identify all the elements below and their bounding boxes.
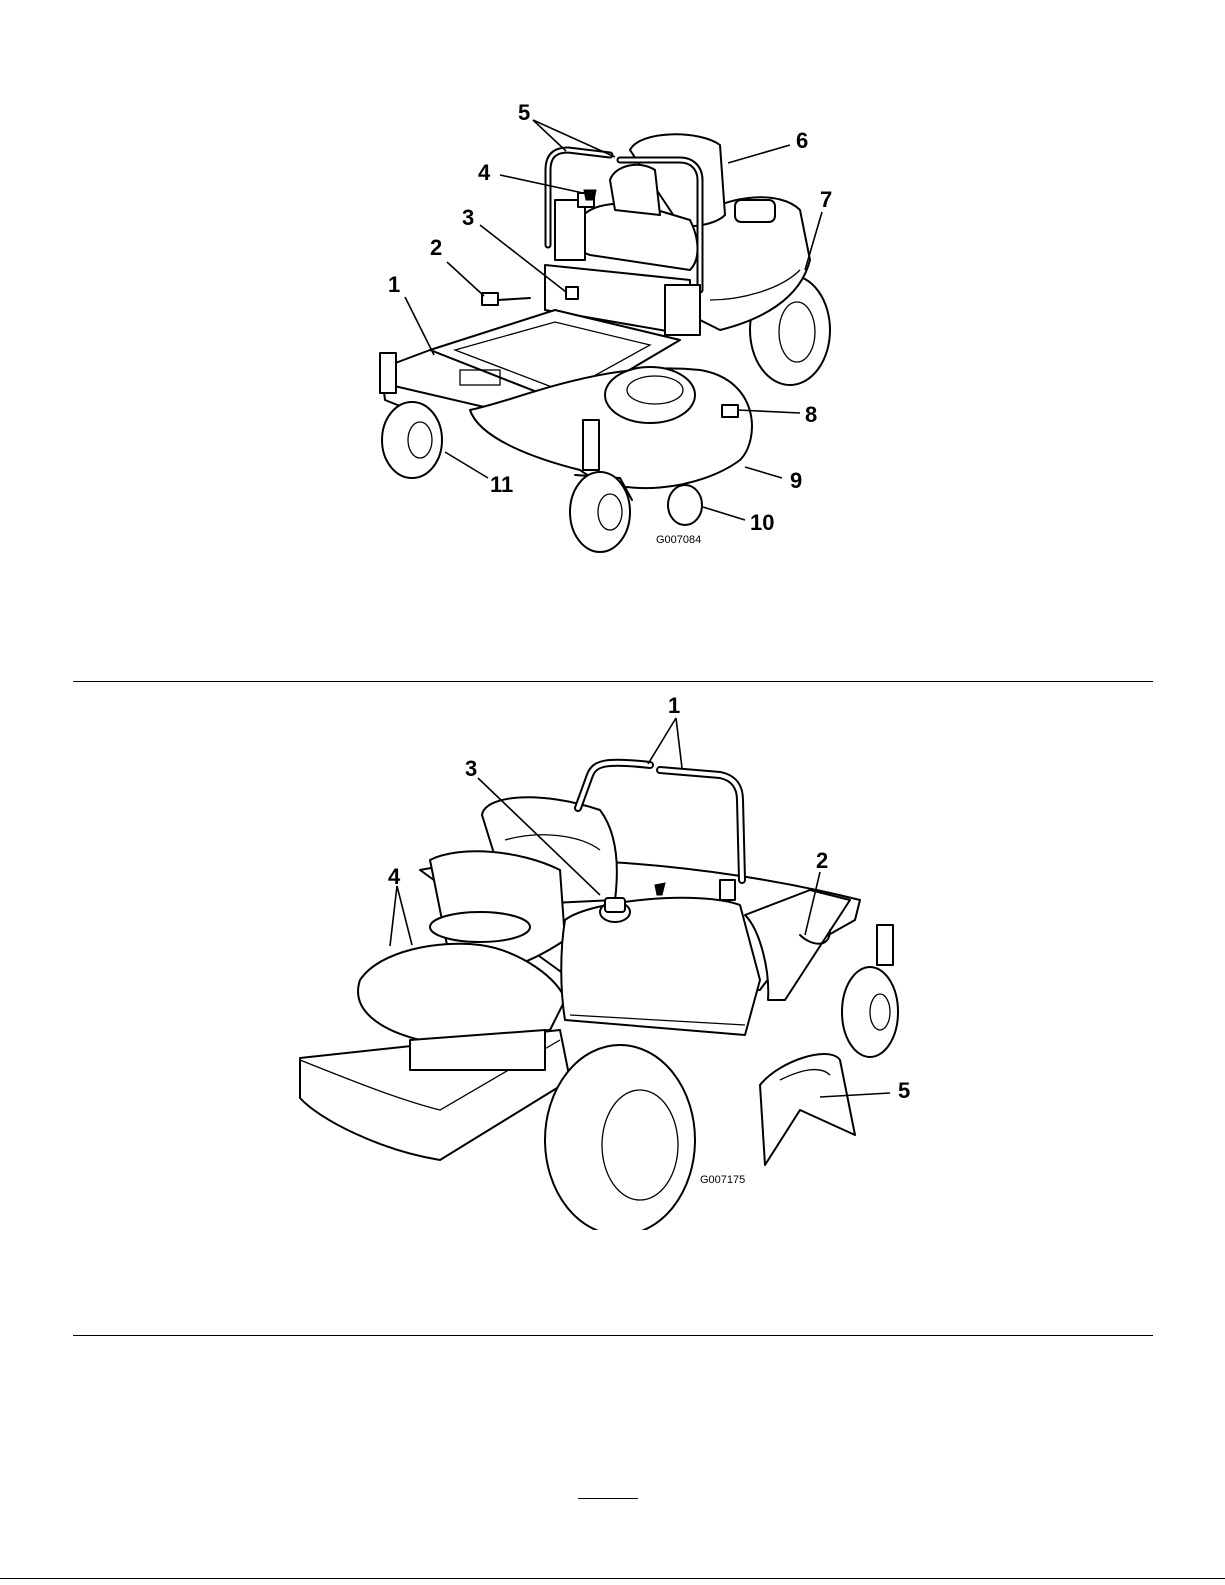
page-footer-rule — [0, 1578, 1225, 1579]
rear-wheel — [545, 1045, 695, 1230]
section-divider — [73, 1335, 1153, 1336]
front-caster-left — [382, 402, 442, 478]
figure-id: G007084 — [656, 534, 701, 546]
callout-2: 2 — [430, 235, 442, 260]
fuel-tank — [561, 898, 760, 1035]
rear-view-illustration: 1 3 2 4 5 G007175 — [0, 690, 1225, 1230]
callout-6: 6 — [796, 128, 808, 153]
figure-front-view: 5 6 4 7 3 2 1 8 9 11 10 G007084 — [0, 90, 1225, 570]
figure-rear-view: 1 3 2 4 5 G007175 — [0, 690, 1225, 1230]
callout-2: 2 — [816, 848, 828, 873]
front-view-illustration: 5 6 4 7 3 2 1 8 9 11 10 G007084 — [0, 90, 1225, 570]
callout-1: 1 — [668, 693, 680, 718]
section-divider — [73, 681, 1153, 682]
callout-1: 1 — [388, 272, 400, 297]
callout-5: 5 — [898, 1078, 910, 1103]
callout-4: 4 — [388, 864, 401, 889]
callout-9: 9 — [790, 468, 802, 493]
figure-id: G007175 — [700, 1174, 745, 1186]
callout-3: 3 — [465, 756, 477, 781]
callout-5: 5 — [518, 100, 530, 125]
callout-8: 8 — [805, 402, 817, 427]
callout-7: 7 — [820, 187, 832, 212]
parking-brake-lever — [482, 293, 498, 305]
front-caster-right — [570, 472, 630, 552]
callout-10: 10 — [750, 510, 774, 535]
callout-11: 11 — [490, 472, 513, 497]
anti-scalp-roller — [668, 485, 702, 525]
callout-3: 3 — [462, 205, 474, 230]
callout-4: 4 — [478, 160, 491, 185]
page-number-rule — [578, 1498, 638, 1499]
